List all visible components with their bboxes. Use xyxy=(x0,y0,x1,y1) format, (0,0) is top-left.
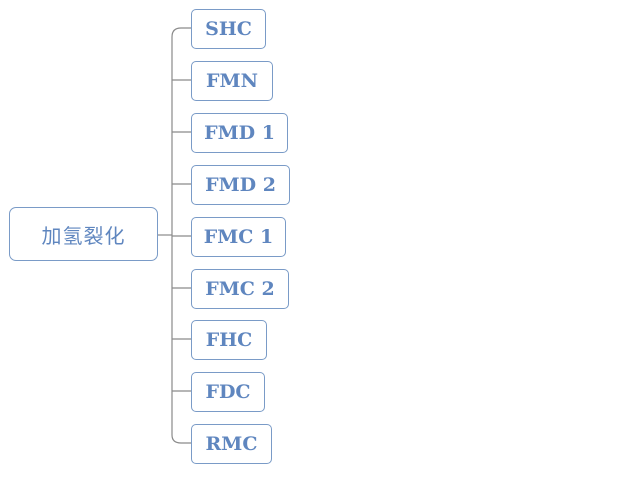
child-node-fmn[interactable]: FMN xyxy=(191,61,273,101)
child-node-label: SHC xyxy=(205,18,252,40)
child-node-label: FMC 2 xyxy=(205,278,275,300)
trunk-connector xyxy=(171,27,191,444)
child-node-fmd-1[interactable]: FMD 1 xyxy=(191,113,288,153)
child-node-label: FHC xyxy=(205,329,253,351)
child-node-label: RMC xyxy=(205,433,258,455)
child-node-fhc[interactable]: FHC xyxy=(191,320,267,360)
root-node-label: 加氢裂化 xyxy=(41,223,126,248)
child-node-rmc[interactable]: RMC xyxy=(191,424,272,464)
child-node-label: FMD 2 xyxy=(205,174,276,196)
child-node-fmd-2[interactable]: FMD 2 xyxy=(191,165,290,205)
child-node-label: FMC 1 xyxy=(203,226,274,248)
child-node-label: FMN xyxy=(206,70,258,92)
child-node-fmc-2[interactable]: FMC 2 xyxy=(191,269,289,309)
child-node-fdc[interactable]: FDC xyxy=(191,372,265,412)
child-node-fmc-1[interactable]: FMC 1 xyxy=(191,217,286,257)
child-node-shc[interactable]: SHC xyxy=(191,9,266,49)
child-node-label: FDC xyxy=(205,381,251,403)
root-node[interactable]: 加氢裂化 xyxy=(9,207,158,261)
child-node-label: FMD 1 xyxy=(204,122,275,144)
